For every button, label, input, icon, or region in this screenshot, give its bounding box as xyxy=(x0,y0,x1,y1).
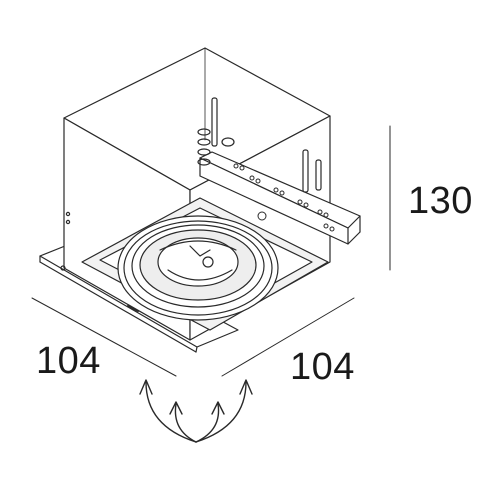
height-label: 130 xyxy=(408,180,473,222)
adjustment-rods xyxy=(211,97,322,193)
screw-stack xyxy=(197,128,235,166)
width-left-dimension-line xyxy=(31,297,177,377)
width-right-label: 104 xyxy=(290,346,355,388)
tilt-arrows-icon xyxy=(139,379,253,443)
bracket-holes xyxy=(233,163,335,232)
lens-assembly xyxy=(117,215,279,321)
width-left-label: 104 xyxy=(36,340,101,382)
width-right-dimension-line xyxy=(221,297,355,377)
